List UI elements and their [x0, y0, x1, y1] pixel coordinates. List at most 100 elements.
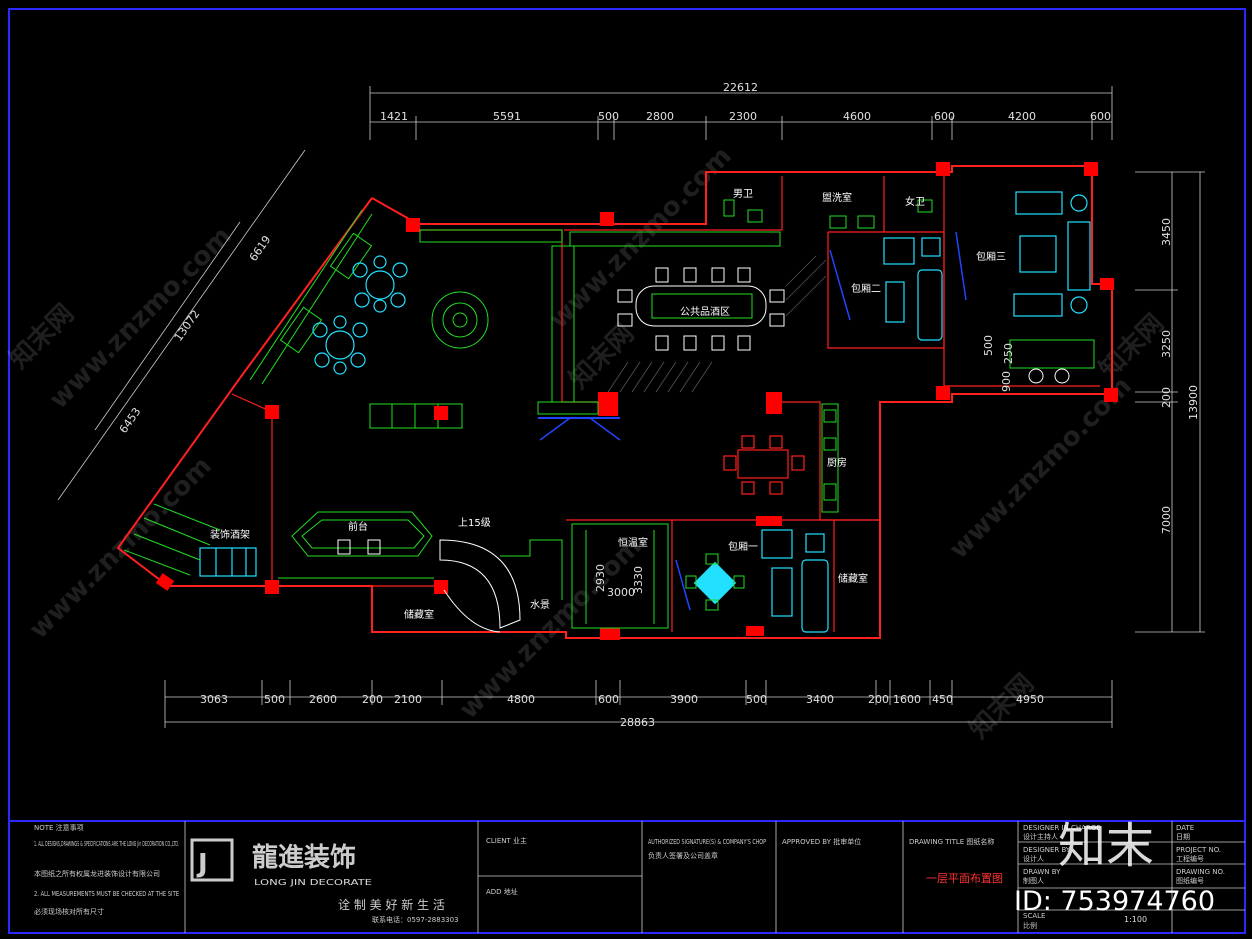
dim-overall-top: 22612: [723, 81, 758, 94]
logo-en: LONG JIN DECORATE: [254, 878, 372, 887]
bar-stools: [617, 267, 785, 351]
bar-table: [635, 285, 767, 327]
dim-label: 450: [932, 693, 953, 706]
address-label: ADD 地址: [486, 887, 518, 896]
dim-label: 900: [1000, 371, 1013, 392]
sofa: [1067, 221, 1091, 291]
dining-table: [737, 449, 789, 479]
round-table: [365, 270, 395, 300]
slogan: 诠 制 美 好 新 生 活: [338, 897, 445, 912]
date-cn: 日期: [1176, 833, 1190, 841]
dim-label: 6453: [117, 405, 144, 435]
dim-label: 200: [362, 693, 383, 706]
dim-label: 500: [264, 693, 285, 706]
dim-label: 6619: [247, 233, 274, 263]
dim-label: 200: [868, 693, 889, 706]
sofa: [801, 559, 829, 633]
wine-cabinet-strip: [569, 231, 781, 247]
project-no: PROJECT NO.: [1176, 846, 1221, 854]
dim-overall-bottom: 28863: [620, 716, 655, 729]
column: [1084, 162, 1098, 176]
sofa-row: [369, 403, 463, 429]
column: [265, 405, 279, 419]
room-labels: 男卫 盥洗室 女卫 包厢三 包厢二 公共品酒区 厨房 包厢一 储藏室 储藏室 恒…: [210, 188, 1015, 621]
watermark-brand: 知末网: [564, 319, 640, 395]
scale-cn: 比例: [1023, 921, 1037, 930]
room-label-washroom: 盥洗室: [822, 191, 852, 204]
reception-desk: [291, 511, 433, 557]
notes-heading: NOTE 注意事项: [34, 823, 84, 832]
scale-label: SCALE: [1023, 912, 1045, 920]
dim-label: 2100: [394, 693, 422, 706]
watermark-brand: 知末网: [964, 669, 1040, 745]
dim-label: 3450: [1160, 218, 1173, 246]
column: [155, 573, 175, 591]
dim-label: 3900: [670, 693, 698, 706]
dim-label: 4950: [1016, 693, 1044, 706]
sofa: [1013, 293, 1063, 317]
column: [600, 628, 620, 640]
title-block: NOTE 注意事项 1. ALL DESIGNS,DRAWINGS & SPEC…: [34, 821, 1245, 933]
phone: 联系电话：0597-2883303: [372, 915, 459, 924]
room-label-kitchen: 厨房: [827, 456, 847, 469]
dim-label: 500: [982, 335, 995, 356]
column: [1104, 388, 1118, 402]
column: [600, 212, 614, 226]
dim-label: 3000: [607, 586, 635, 599]
column: [756, 516, 782, 526]
wine-cabinet-strip: [419, 229, 563, 243]
date-label: DATE: [1176, 824, 1194, 832]
room-label-private-2: 包厢二: [851, 282, 881, 295]
notes-1-cn: 本图纸之所有权属龙进装饰设计有限公司: [34, 869, 160, 878]
dim-label: 2300: [729, 110, 757, 123]
logo-cn: 龍進装饰: [252, 842, 356, 873]
notes-2: 2. ALL MEASUREMENTS MUST BE CHECKED AT T…: [34, 890, 179, 898]
designer: DESIGNER BY: [1023, 846, 1071, 854]
sofa: [917, 269, 943, 341]
scale-value: 1:100: [1124, 915, 1147, 924]
project-no-cn: 工程编号: [1176, 854, 1204, 863]
drawing-name: 一层平面布置图: [926, 872, 1003, 885]
dim-label: 5591: [493, 110, 521, 123]
dim-overall-right: 13900: [1187, 385, 1200, 420]
column: [766, 392, 782, 414]
column: [936, 386, 950, 400]
approved-label: APPROVED BY 批审单位: [782, 837, 861, 846]
wine-cellar-racks: [571, 523, 669, 629]
top-dimension-chain: 22612 1421 5591 500 2800 2300 4600 600 4…: [369, 81, 1113, 140]
room-label-mens-wc: 男卫: [733, 188, 753, 200]
notes-2-cn: 必须现场核对所有尺寸: [34, 907, 104, 916]
right-dimension-chain: 3450 3250 200 7000 13900: [1135, 171, 1205, 633]
coffee-table: [1019, 235, 1057, 273]
designer-cn: 设计人: [1023, 854, 1044, 863]
kitchen-counter: [821, 403, 839, 513]
designer-charge-cn: 设计主持人: [1023, 832, 1058, 841]
dim-label: 1600: [893, 693, 921, 706]
dim-label: 250: [1002, 343, 1015, 364]
column: [434, 580, 448, 594]
room-label-public-bar: 公共品酒区: [680, 306, 730, 318]
dim-label: 2930: [594, 564, 607, 592]
dim-label: 3063: [200, 693, 228, 706]
company-logo: J: [190, 838, 234, 882]
watermark-brand: 知末网: [1094, 309, 1170, 385]
room-label-stairs: 上15级: [458, 517, 491, 529]
drawn-by-cn: 制图人: [1023, 876, 1044, 885]
dim-label: 1421: [380, 110, 408, 123]
dim-label: 500: [598, 110, 619, 123]
armchair: [883, 237, 915, 265]
dim-label: 4200: [1008, 110, 1036, 123]
bottom-dimension-chain: 3063 500 2600 200 2100 4800 600 3900 500…: [164, 680, 1113, 729]
armchair: [761, 529, 793, 559]
square-table: [693, 561, 737, 605]
column: [1100, 278, 1114, 290]
dim-label: 7000: [1160, 506, 1173, 534]
room-label-storage-left: 储藏室: [404, 608, 434, 621]
dim-label: 3330: [632, 566, 645, 594]
dim-label: 600: [934, 110, 955, 123]
spiral-stair: [439, 539, 521, 629]
dim-label: 4600: [843, 110, 871, 123]
circular-feature: [431, 291, 489, 349]
drawing-no-cn: 图纸编号: [1176, 876, 1204, 885]
dim-label: 4800: [507, 693, 535, 706]
